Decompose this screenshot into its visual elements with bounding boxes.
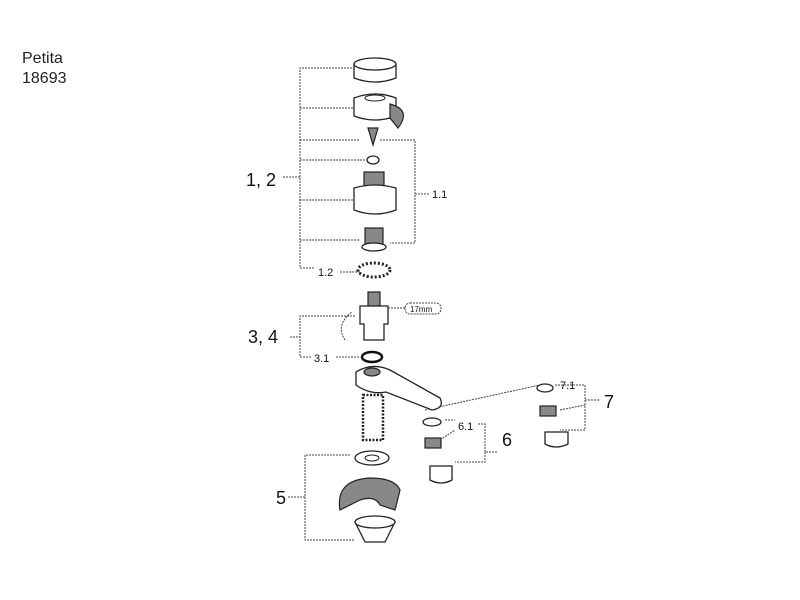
callout-1-1: 1.1 (432, 189, 447, 201)
wrench-icon: 17mm (388, 302, 442, 315)
handle-part (353, 93, 405, 129)
nut-part (353, 515, 397, 543)
headpart (353, 171, 397, 215)
aerator-parts-7 (536, 383, 569, 448)
callout-6-1: 6.1 (458, 421, 473, 433)
star-washer-part (356, 261, 392, 279)
callout-7: 7 (604, 392, 614, 412)
product-number: 18693 (22, 70, 67, 87)
callout-1-2: 1, 2 (246, 170, 276, 190)
o-ring-part (360, 350, 384, 364)
callout-5: 5 (276, 488, 286, 508)
product-name: Petita (22, 50, 63, 67)
callout-3-4: 3, 4 (248, 327, 278, 347)
washer-part (354, 450, 390, 466)
callout-6: 6 (502, 430, 512, 450)
threaded-shank-part (361, 393, 385, 442)
aerator-parts-6 (422, 417, 453, 484)
half-moon-part (338, 477, 401, 511)
screw-part (367, 127, 379, 148)
spout-body-part (355, 365, 443, 411)
ring-part (366, 155, 380, 165)
callout-1-2-sub: 1.2 (318, 267, 333, 279)
callout-7-1: 7.1 (560, 380, 575, 392)
cap-part (353, 57, 397, 83)
callout-3-1: 3.1 (314, 353, 329, 365)
leader-lines (283, 67, 600, 541)
spindle-part (361, 227, 387, 252)
wrench-size: 17mm (410, 305, 433, 314)
cartridge-part (359, 291, 389, 341)
